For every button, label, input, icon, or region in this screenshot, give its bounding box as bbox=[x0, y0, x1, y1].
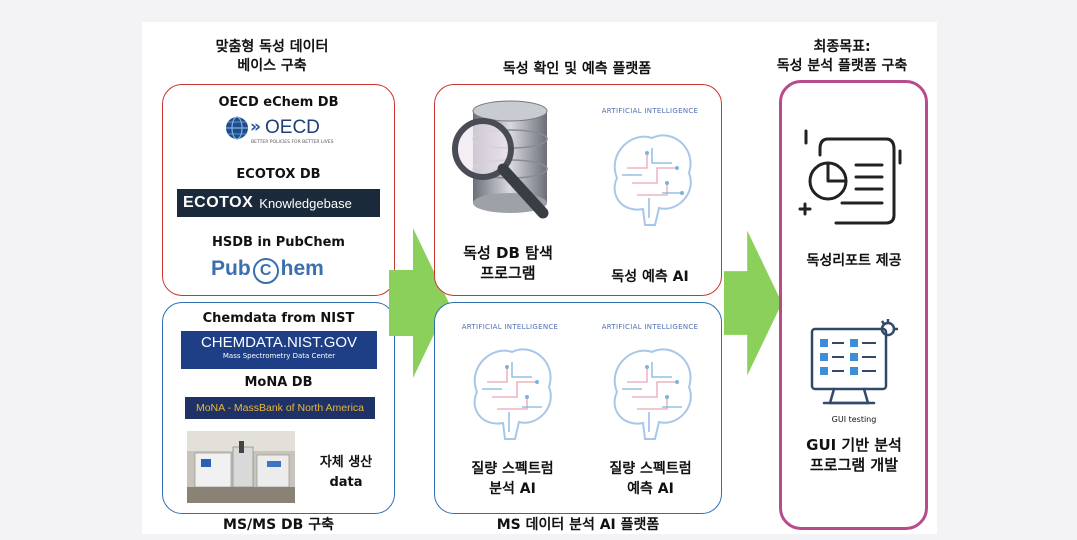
gui-testing-label: GUI testing bbox=[831, 415, 877, 424]
right-top-title: 최종목표: 독성 분석 플랫폼 구축 bbox=[776, 39, 908, 74]
oecd-logo-sub: BETTER POLICIES FOR BETTER LIVES bbox=[251, 140, 334, 145]
mona-label: MoNA DB bbox=[244, 375, 313, 390]
oecd-logo-text: OECD bbox=[265, 117, 320, 138]
nist-logo-sub: Mass Spectrometry Data Center bbox=[222, 352, 336, 360]
report-caption: 독성리포트 제공 bbox=[806, 253, 902, 269]
middle-top-title: 독성 확인 및 예측 플랫폼 bbox=[502, 61, 652, 77]
ms-ai-platform-box: ARTIFICIAL INTELLIGENCE 질량 스펙트럼 분석 AI AR… bbox=[434, 302, 722, 514]
oecd-logo: » OECD BETTER POLICIES FOR BETTER LIVES bbox=[225, 116, 335, 146]
left-top-title: 맞춤형 독성 데이터 베이스 구축 bbox=[215, 39, 329, 74]
final-goal-box: 독성리포트 제공 GUI testing GUI 기반 분석 프로그램 개발 bbox=[779, 80, 928, 530]
ecotox-logo-bold: ECOTOX bbox=[183, 194, 254, 211]
ai-banner-left: ARTIFICIAL INTELLIGENCE bbox=[461, 323, 559, 331]
ms-analysis-ai-caption: 질량 스펙트럼 분석 AI bbox=[471, 461, 554, 497]
gui-program-caption: GUI 기반 분석 프로그램 개발 bbox=[806, 436, 902, 474]
ai-banner: ARTIFICIAL INTELLIGENCE bbox=[601, 107, 699, 115]
hsdb-label: HSDB in PubChem bbox=[212, 235, 345, 250]
gui-monitor-icon bbox=[810, 319, 898, 405]
ecotox-logo-rest: Knowledgebase bbox=[259, 195, 352, 211]
msms-db-box: Chemdata from NIST CHEMDATA.NIST.GOV Mas… bbox=[162, 302, 395, 514]
pubchem-c-icon: C bbox=[252, 258, 279, 284]
pubchem-pre: Pub bbox=[211, 257, 251, 280]
diagram-canvas: 맞춤형 독성 데이터 베이스 구축 독성 확인 및 예측 플랫폼 최종목표: 독… bbox=[142, 22, 937, 534]
pubchem-post: hem bbox=[280, 257, 324, 280]
middle-bottom-title: MS 데이터 분석 AI 플랫폼 bbox=[496, 517, 660, 533]
arrow-right-icon-2 bbox=[724, 230, 782, 376]
toxicity-platform-box: 독성 DB 탐색 프로그램 ARTIFICIAL INTELLIGENCE 독성… bbox=[434, 84, 722, 296]
nist-label: Chemdata from NIST bbox=[202, 311, 355, 326]
toxicity-ai-caption: 독성 예측 AI bbox=[611, 269, 689, 285]
mona-logo: MoNA - MassBank of North America bbox=[185, 397, 375, 419]
globe-icon bbox=[226, 116, 248, 140]
oecd-chevrons: » bbox=[250, 117, 261, 137]
ai-banner-right: ARTIFICIAL INTELLIGENCE bbox=[601, 323, 699, 331]
ai-brain-icon bbox=[613, 134, 692, 226]
left-bottom-title: MS/MS DB 구축 bbox=[223, 517, 334, 533]
arrow-right-icon bbox=[389, 228, 449, 378]
nist-logo-main: CHEMDATA.NIST.GOV bbox=[200, 334, 358, 351]
mass-spectrometer-photo bbox=[187, 431, 295, 503]
report-document-icon bbox=[798, 129, 902, 225]
ecotox-label: ECOTOX DB bbox=[236, 167, 321, 182]
ecotox-logo: ECOTOX Knowledgebase bbox=[177, 189, 380, 217]
ai-brain-icon-left bbox=[473, 348, 552, 440]
oecd-label: OECD eChem DB bbox=[218, 95, 339, 110]
nist-logo: CHEMDATA.NIST.GOV Mass Spectrometry Data… bbox=[181, 331, 377, 369]
database-search-icon bbox=[452, 100, 549, 219]
toxicity-db-box: OECD eChem DB » OECD BETTER POLICIES FOR… bbox=[162, 84, 395, 296]
inhouse-data-label: 자체 생산 data bbox=[319, 455, 373, 490]
db-search-caption: 독성 DB 탐색 프로그램 bbox=[463, 244, 553, 282]
ms-prediction-ai-caption: 질량 스펙트럼 예측 AI bbox=[609, 461, 692, 497]
ai-brain-icon-right bbox=[613, 348, 692, 440]
